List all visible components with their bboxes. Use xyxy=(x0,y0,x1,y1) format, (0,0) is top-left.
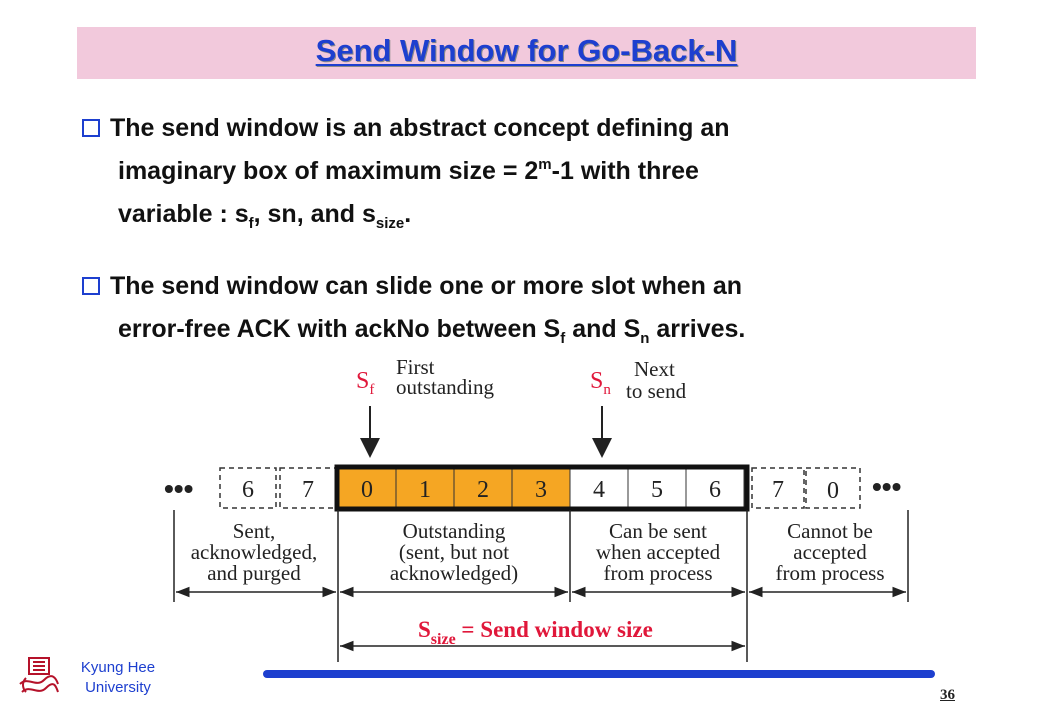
sf-description-1: First xyxy=(396,355,435,379)
outstanding-cell-2 xyxy=(453,468,513,509)
left-ellipsis: ••• xyxy=(164,473,193,504)
seq-label-5: 5 xyxy=(651,477,663,503)
region-can-send-line-3: from process xyxy=(603,561,712,585)
seq-cell-left-6 xyxy=(219,467,277,509)
region-cannot-line-1: Cannot be xyxy=(787,519,873,543)
sf-description-2: outstanding xyxy=(396,375,494,399)
sn-description-1: Next xyxy=(634,357,675,381)
bullet-1: The send window is an abstract concept d… xyxy=(82,107,942,236)
footer-divider xyxy=(263,670,935,678)
seq-cell-right-0 xyxy=(805,467,861,509)
right-ellipsis: ••• xyxy=(872,471,901,502)
region-cannot-line-3: from process xyxy=(775,561,884,585)
region-outstanding-line-1: Outstanding xyxy=(403,519,506,543)
bullet-1-line-3: variable : sf, sn, and ssize. xyxy=(118,200,412,232)
seq-label-3: 3 xyxy=(535,477,547,503)
university-name: Kyung Hee University xyxy=(62,658,174,698)
university-name-line-2: University xyxy=(85,679,151,696)
outstanding-cell-1 xyxy=(395,468,455,509)
sn-label: Sn xyxy=(590,368,611,398)
region-can-send-line-1: Can be sent xyxy=(609,519,707,543)
bullet-1-line-1: The send window is an abstract concept d… xyxy=(82,107,942,150)
slide-title: Send Window for Go-Back-N xyxy=(315,33,738,68)
square-bullet-icon xyxy=(82,119,100,137)
region-sent-line-2: acknowledged, xyxy=(191,540,318,564)
seq-cell-right-7 xyxy=(751,467,805,509)
seq-label-left-7: 7 xyxy=(302,477,314,503)
sendable-cell-5 xyxy=(627,468,687,509)
seq-label-0: 0 xyxy=(361,477,373,503)
sf-label: Sf xyxy=(356,368,374,398)
bullet-2-line-1: The send window can slide one or more sl… xyxy=(82,265,942,308)
seq-label-2: 2 xyxy=(477,477,489,503)
sendable-cell-6 xyxy=(685,468,745,509)
region-can-send-line-2: when accepted xyxy=(596,540,721,564)
region-outstanding-line-3: acknowledged) xyxy=(390,561,518,585)
send-window-frame xyxy=(334,464,750,512)
send-window-diagram: Sf First outstanding Sn Next to send •••… xyxy=(164,355,909,662)
seq-label-1: 1 xyxy=(419,477,431,503)
window-size-label: Ssize = Send window size xyxy=(418,617,653,648)
page-number: 36 xyxy=(940,687,955,703)
bullet-2: The send window can slide one or more sl… xyxy=(82,265,942,351)
sendable-cell-4 xyxy=(569,468,629,509)
outstanding-cell-3 xyxy=(511,468,571,509)
bullet-2-line-2: error-free ACK with ackNo between Sf and… xyxy=(118,315,746,347)
seq-label-4: 4 xyxy=(593,477,605,503)
sn-description-2: to send xyxy=(626,379,687,403)
seq-label-6: 6 xyxy=(709,477,721,503)
region-cannot-line-2: accepted xyxy=(793,540,867,564)
region-sent-line-3: and purged xyxy=(207,561,301,585)
seq-label-left-6: 6 xyxy=(242,477,254,503)
region-outstanding-line-2: (sent, but not xyxy=(399,540,509,564)
bullet-1-line-2: imaginary box of maximum size = 2m-1 wit… xyxy=(118,156,699,185)
region-sent-line-1: Sent, xyxy=(233,519,276,543)
seq-label-right-7: 7 xyxy=(772,477,784,503)
seq-label-right-0: 0 xyxy=(827,478,839,504)
university-seal-icon xyxy=(19,657,59,693)
university-name-line-1: Kyung Hee xyxy=(80,659,156,676)
square-bullet-icon xyxy=(82,277,100,295)
title-bar: Send Window for Go-Back-N xyxy=(77,27,976,79)
